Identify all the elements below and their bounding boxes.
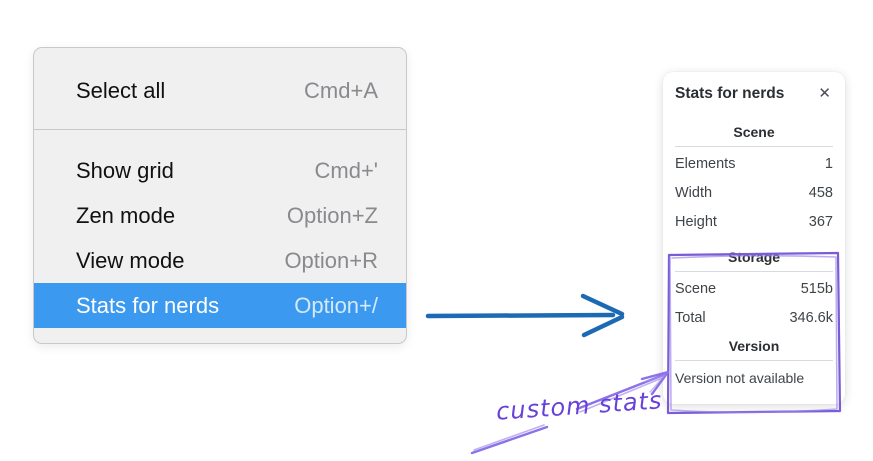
section-divider (675, 146, 833, 147)
section-divider (675, 360, 833, 361)
menu-item-shortcut: Cmd+' (314, 157, 379, 183)
section-divider (675, 271, 833, 272)
section-heading-scene: Scene (733, 124, 775, 140)
menu-item-zen-mode[interactable]: Zen mode Option+Z (34, 193, 406, 238)
stat-row-elements: Elements 1 (675, 150, 833, 179)
menu-item-label: View mode (76, 247, 185, 273)
stat-label: Total (675, 310, 706, 326)
menu-item-shortcut: Option+Z (286, 202, 378, 228)
blue-arrow (425, 293, 625, 338)
menu-item-label: Zen mode (76, 202, 176, 228)
menu-item-shortcut: Option+/ (294, 292, 378, 318)
context-menu: Select all Cmd+A Show grid Cmd+' Zen mod… (33, 47, 407, 344)
stat-value: 346.6k (789, 310, 833, 326)
stat-value: 367 (808, 214, 833, 230)
menu-item-view-mode[interactable]: View mode Option+R (34, 238, 406, 283)
stats-panel-header: Stats for nerds ✕ (675, 84, 833, 103)
stat-label: Height (675, 214, 717, 230)
stats-panel: Stats for nerds ✕ Scene Elements 1 Width… (663, 72, 845, 404)
stat-row-height: Height 367 (675, 208, 833, 237)
stat-value: 458 (808, 185, 833, 201)
stat-label: Width (675, 185, 713, 201)
stat-value: 1 (824, 156, 833, 172)
menu-item-label: Show grid (76, 157, 174, 183)
close-icon[interactable]: ✕ (818, 85, 831, 102)
menu-item-label: Select all (76, 77, 166, 103)
stat-row-storage-scene: Scene 515b (675, 275, 833, 304)
section-heading-version: Version (728, 338, 780, 354)
annotation-label: custom stats (495, 386, 664, 426)
menu-item-label: Stats for nerds (76, 292, 220, 318)
menu-item-shortcut: Option+R (284, 247, 378, 273)
stat-row-width: Width 458 (675, 179, 833, 208)
menu-item-show-grid[interactable]: Show grid Cmd+' (34, 148, 406, 193)
stat-label: Elements (675, 156, 736, 172)
section-heading-storage: Storage (727, 249, 781, 265)
stat-value: 515b (800, 281, 833, 297)
menu-item-select-all[interactable]: Select all Cmd+A (34, 68, 406, 113)
menu-divider (34, 129, 406, 130)
menu-item-shortcut: Cmd+A (304, 77, 378, 103)
stat-label: Scene (675, 281, 717, 297)
menu-item-stats-for-nerds[interactable]: Stats for nerds Option+/ (34, 283, 406, 328)
version-note: Version not available (675, 370, 805, 386)
stat-row-storage-total: Total 346.6k (675, 304, 833, 333)
stats-panel-title: Stats for nerds (675, 84, 785, 102)
